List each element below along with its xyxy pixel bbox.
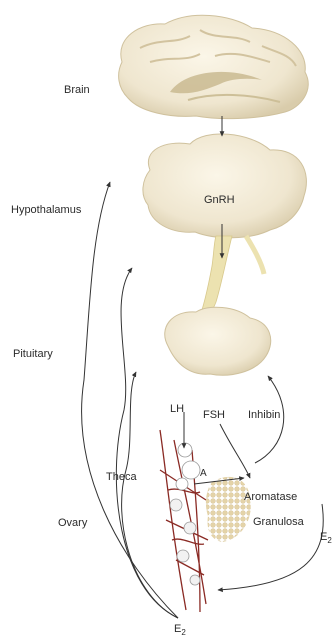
theca-cell [176,478,188,490]
lh-label: LH [170,403,184,415]
hypothalamus-label: Hypothalamus [11,204,82,216]
granulosa-label: Granulosa [253,516,305,528]
brain-illustration [119,15,309,118]
fsh-label: FSH [203,409,225,421]
brain-label: Brain [64,84,90,96]
theca-cell [184,522,196,534]
theca-illustration [160,430,208,612]
theca-cell [178,443,192,457]
theca-cell [182,461,200,479]
androgen-cell-label: A [200,468,207,479]
ovary-label: Ovary [58,517,88,529]
theca-cell [170,499,182,511]
e2-bottom-label: E2 [174,623,186,637]
aromatase-label: Aromatase [244,491,297,503]
inhibin-label: Inhibin [248,409,280,421]
gnrh-label: GnRH [204,194,235,206]
theca-label: Theca [106,471,137,483]
granulosa-illustration [206,477,251,542]
e2-right-label: E2 [320,531,332,545]
pituitary-label: Pituitary [13,348,53,360]
theca-cell [177,550,189,562]
hypothalamus-pituitary-illustration [143,134,307,375]
e2-to-brain-arrow [82,182,178,618]
fsh-arrow [220,424,250,478]
e2-to-hypothalamus-arrow [116,268,178,618]
theca-cell [190,575,200,585]
